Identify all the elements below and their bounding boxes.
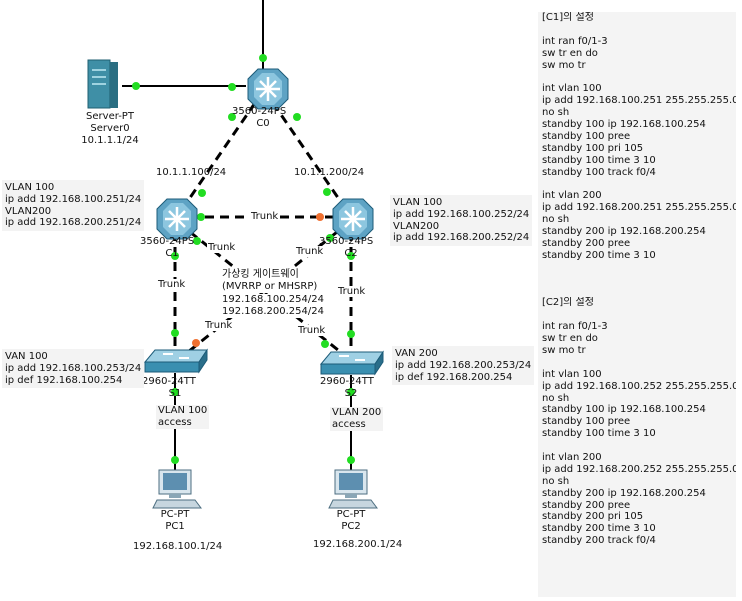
pc-icon[interactable] <box>328 469 378 509</box>
config-line: standby 200 pree <box>542 237 631 249</box>
virtual-gateway-title: 가상킹 게이트웨이 <box>222 269 299 281</box>
config-line: sw mo tr <box>542 344 586 356</box>
config-line: int vlan 200 <box>542 190 602 202</box>
config-line: standby 200 pree <box>542 499 631 511</box>
config-line: ip add 192.168.200.251 255.255.255.0 <box>542 202 736 214</box>
server-icon[interactable] <box>87 59 118 109</box>
s1-model-label: 2960-24TT <box>142 376 196 387</box>
config-line: no sh <box>542 392 570 404</box>
config-line: standby 100 pri 105 <box>542 142 644 154</box>
config-line: sw tr en do <box>542 47 598 59</box>
pc1-ip-label: 192.168.100.1/24 <box>133 541 223 552</box>
config-line <box>542 24 736 36</box>
virtual-gateway-ip2: 192.168.200.254/24 <box>222 306 324 318</box>
config-line: sw tr en do <box>542 333 598 345</box>
multilayer-switch-icon[interactable] <box>247 68 289 110</box>
s2-name-label: S2 <box>344 388 358 399</box>
config-line <box>542 262 736 274</box>
server0-name-label: Server0 <box>90 123 130 134</box>
trunk-label-c1-s2: Trunk <box>207 242 237 253</box>
config-line: ip add 192.168.200.252 255.255.255.0 <box>542 463 736 475</box>
config-line: sw mo tr <box>542 59 586 71</box>
s2-vlan-note: VAN 200 ip add 192.168.200.253/24 ip def… <box>392 346 535 386</box>
s1-access-label: VLAN 100 access <box>156 405 210 429</box>
config-line: standby 100 ip 192.168.100.254 <box>542 119 706 131</box>
config-line <box>542 440 736 452</box>
c0-model-label: 3560-24PS <box>232 106 287 117</box>
pc-icon[interactable] <box>152 469 202 509</box>
multilayer-switch-icon[interactable] <box>156 198 198 240</box>
config-line: standby 100 ip 192.168.100.254 <box>542 404 706 416</box>
trunk-label-c1-c2: Trunk <box>250 211 280 222</box>
pc2-ip-label: 192.168.200.1/24 <box>313 539 403 550</box>
config-line: standby 200 ip 192.168.200.254 <box>542 487 706 499</box>
c0-c1-ip-label: 10.1.1.100/24 <box>156 167 227 178</box>
config-line <box>542 285 736 297</box>
virtual-gateway-protocol: (MVRRP or MHSRP) <box>222 281 318 293</box>
config-line: standby 100 track f0/4 <box>542 166 656 178</box>
config-line: standby 200 time 3 10 <box>542 249 656 261</box>
config-line <box>542 357 736 369</box>
pc1-model-label: PC-PT <box>160 509 190 520</box>
switch-icon[interactable] <box>319 350 384 376</box>
link-c0-c1 <box>183 102 257 206</box>
config-line: ip add 192.168.100.251 255.255.255.0 <box>542 95 736 107</box>
config-line: standby 200 time 3 10 <box>542 523 656 535</box>
config-line: no sh <box>542 475 570 487</box>
s2-access-label: VLAN 200 access <box>330 407 384 431</box>
trunk-label-s2-uplink: Trunk <box>297 325 327 336</box>
c0-name-label: C0 <box>256 118 270 129</box>
trunk-label-c2-s2: Trunk <box>337 286 367 297</box>
config-line: [C1]의 설정 <box>542 12 594 23</box>
config-line: int vlan 200 <box>542 451 602 463</box>
config-line: no sh <box>542 214 570 226</box>
c0-c2-ip-label: 10.1.1.200/24 <box>294 167 365 178</box>
config-line: standby 200 track f0/4 <box>542 535 656 547</box>
config-line: standby 100 pree <box>542 416 631 428</box>
config-line <box>542 71 736 83</box>
trunk-label-c2-s1: Trunk <box>295 246 325 257</box>
config-line: int ran f0/1-3 <box>542 35 608 47</box>
config-line: standby 100 time 3 10 <box>542 428 656 440</box>
config-line: standby 100 time 3 10 <box>542 154 656 166</box>
c1-model-label: 3560-24PS <box>140 236 195 247</box>
c2-vlan-note: VLAN 100 ip add 192.168.100.252/24 VLAN2… <box>390 195 533 247</box>
s2-model-label: 2960-24TT <box>320 376 374 387</box>
config-line: [C2]의 설정 <box>542 297 594 309</box>
virtual-gateway-ip1: 192.168.100.254/24 <box>222 294 324 306</box>
c2-model-label: 3560-24PS <box>319 236 374 247</box>
s1-name-label: S1 <box>168 388 182 399</box>
config-line: ip add 192.168.100.252 255.255.255.0 <box>542 380 736 392</box>
config-line: standby 200 pri 105 <box>542 511 644 523</box>
config-line <box>542 274 736 286</box>
config-line: standby 200 ip 192.168.200.254 <box>542 226 706 238</box>
config-line: int vlan 100 <box>542 83 602 95</box>
config-line: int vlan 100 <box>542 368 602 380</box>
link-c0-c2 <box>271 102 345 206</box>
trunk-label-s1-uplink: Trunk <box>204 320 234 331</box>
c1-name-label: C1 <box>165 248 179 259</box>
s1-vlan-note: VAN 100 ip add 192.168.100.253/24 ip def… <box>2 349 145 389</box>
c2-name-label: C2 <box>344 248 358 259</box>
server0-ip-label: 10.1.1.1/24 <box>81 135 139 146</box>
pc1-name-label: PC1 <box>165 521 185 532</box>
server0-model-label: Server-PT <box>86 111 134 122</box>
config-line: no sh <box>542 107 570 119</box>
switch-icon[interactable] <box>143 348 208 374</box>
c1-vlan-note: VLAN 100 ip add 192.168.100.251/24 VLAN2… <box>2 180 145 232</box>
config-line: standby 100 pree <box>542 130 631 142</box>
config-line <box>542 178 736 190</box>
config-line: int ran f0/1-3 <box>542 321 608 333</box>
pc2-name-label: PC2 <box>341 521 361 532</box>
pc2-model-label: PC-PT <box>336 509 366 520</box>
config-line <box>542 309 736 321</box>
multilayer-switch-icon[interactable] <box>332 198 374 240</box>
trunk-label-c1-s1: Trunk <box>157 279 187 290</box>
